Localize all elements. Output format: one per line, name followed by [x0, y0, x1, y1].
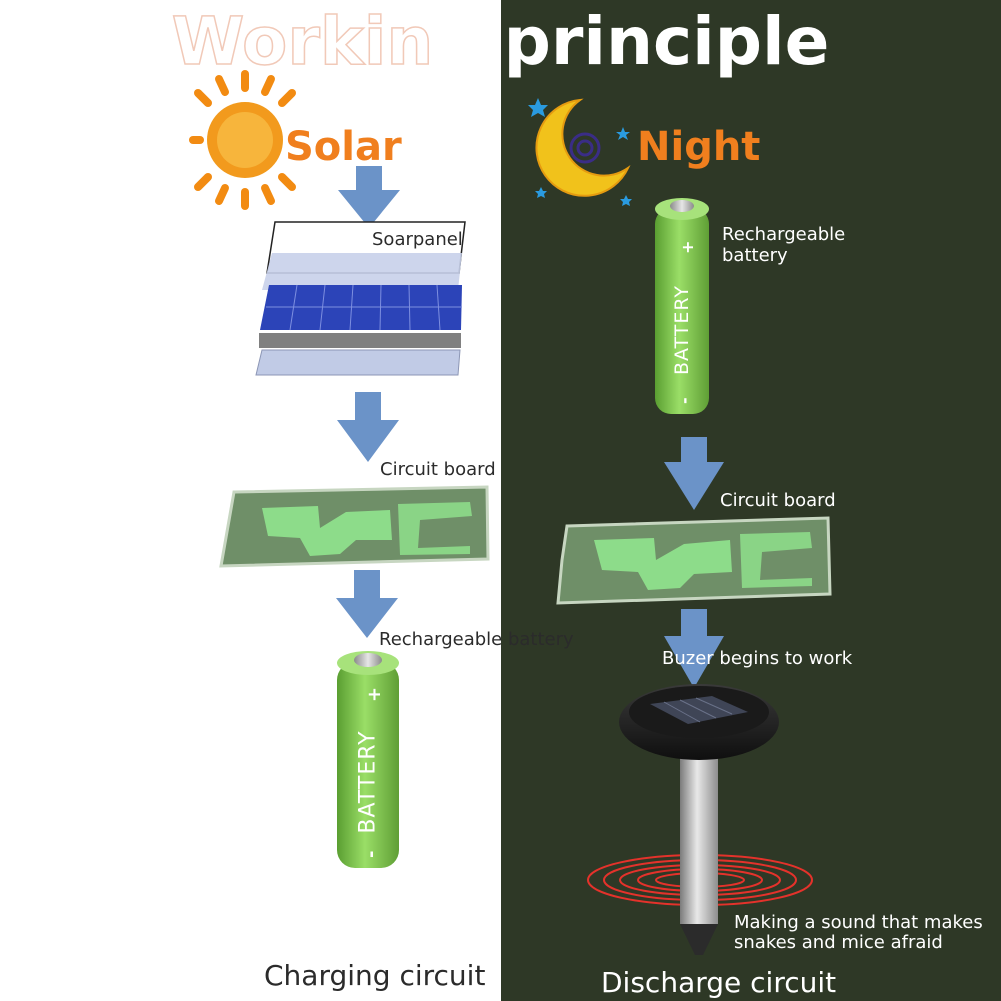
battery-label-right-line1: Rechargeable: [722, 224, 846, 245]
svg-text:-: -: [675, 397, 694, 404]
sun-icon: [189, 70, 296, 210]
arrow-down-icon: [336, 166, 724, 688]
discharge-circuit-footer: Discharge circuit: [601, 966, 837, 999]
buzzer-label: Buzer begins to work: [662, 648, 853, 669]
moon-icon: [528, 98, 632, 206]
circuit-board-icon: [219, 485, 490, 568]
discharge-panel: [501, 0, 1001, 1001]
night-heading: Night: [637, 124, 761, 170]
circuit-board-label-left: Circuit board: [380, 459, 496, 480]
svg-text:-: -: [361, 851, 382, 858]
battery-icon: + -: [337, 651, 399, 868]
battery-label-right-line2: battery: [722, 245, 788, 266]
battery-text-right: BATTERY: [671, 284, 693, 376]
sound-label-line2: snakes and mice afraid: [734, 932, 943, 953]
solar-panel-label: Soarpanel: [372, 229, 463, 250]
svg-text:+: +: [678, 241, 697, 254]
repeller-device-icon: [619, 684, 779, 955]
page-title: Working principle: [0, 2, 1001, 82]
circuit-board-icon: [556, 516, 832, 605]
title-right-part: g principle: [433, 3, 830, 80]
solar-heading: Solar: [285, 124, 402, 170]
battery-text-left: BATTERY: [355, 730, 381, 834]
circuit-board-label-right: Circuit board: [720, 490, 836, 511]
solar-panel-icon: [255, 221, 466, 376]
battery-label-left: Rechargeable battery: [379, 629, 574, 650]
battery-icon: + -: [655, 198, 709, 414]
title-left-part: Workin: [171, 2, 434, 81]
svg-text:+: +: [364, 687, 385, 702]
charging-circuit-footer: Charging circuit: [264, 959, 486, 992]
sound-label-line1: Making a sound that makes: [734, 912, 983, 933]
